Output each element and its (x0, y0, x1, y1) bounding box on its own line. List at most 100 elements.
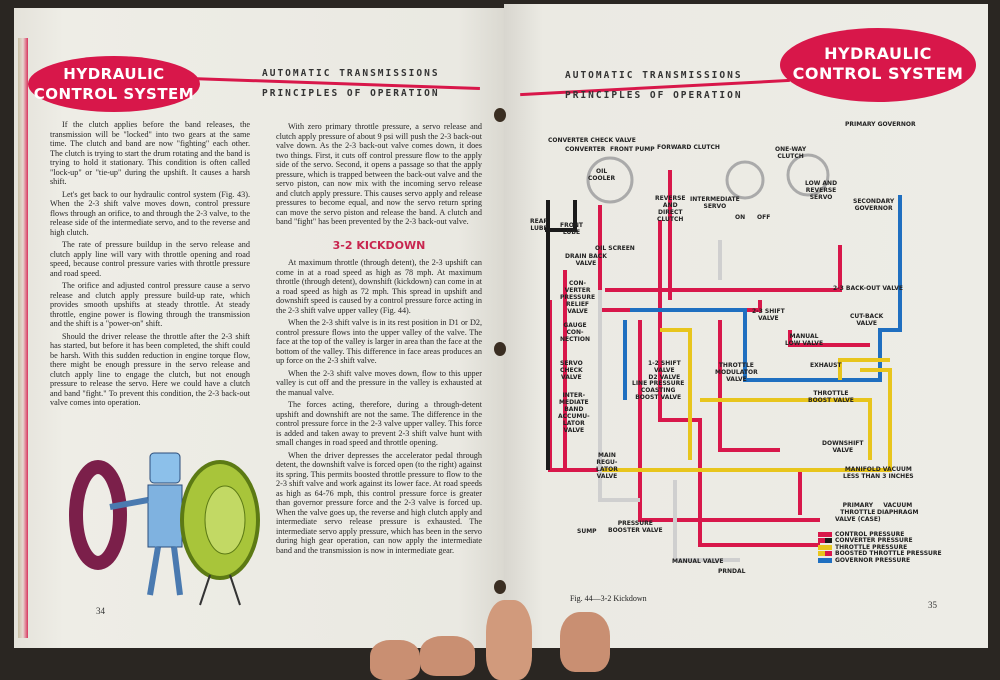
section-heading: 3-2 KICKDOWN (332, 238, 426, 252)
diagram-label: MAIN REGU- LATOR VALVE (596, 452, 618, 480)
text-column-2: With zero primary throttle pressure, a s… (276, 122, 482, 558)
legend-label: BOOSTED THROTTLE PRESSURE (835, 550, 942, 558)
component-ring (725, 160, 765, 200)
pressure-line (838, 358, 890, 380)
legend-swatch (818, 531, 832, 537)
paragraph: If the clutch applies before the band re… (50, 120, 250, 186)
diagram-label: REVERSE AND DIRECT CLUTCH (655, 195, 686, 223)
legend-item: THROTTLE PRESSURE (818, 544, 942, 551)
legend-item: GOVERNOR PRESSURE (818, 557, 942, 564)
legend-swatch (818, 557, 832, 563)
pressure-line (718, 320, 780, 452)
paragraph: When the 2-3 shift valve is in its rest … (276, 318, 482, 365)
diagram-label: CUT-BACK VALVE (850, 313, 884, 327)
diagram-label: LOW AND REVERSE SERVO (805, 180, 838, 201)
diagram-label: INTERMEDIATE SERVO (690, 196, 740, 210)
diagram-label: GAUGE CON- NECTION (560, 322, 590, 343)
diagram-label: SUMP (577, 528, 597, 535)
legend-item: BOOSTED THROTTLE PRESSURE (818, 550, 942, 558)
pressure-line (605, 245, 842, 292)
legend-swatch (818, 538, 832, 544)
robot-body (147, 484, 183, 548)
pressure-line (598, 290, 640, 502)
diagram-label: CONVERTER CHECK VALVE (548, 137, 636, 144)
hydraulic-control-badge-right: HYDRAULIC CONTROL SYSTEM (780, 28, 976, 102)
pressure-line (630, 195, 902, 382)
diagram-label: LINE PRESSURE COASTING BOOST VALVE (632, 380, 685, 401)
diagram-label: EXHAUST (810, 362, 842, 369)
diagram-label: PRESSURE BOOSTER VALVE (608, 520, 663, 534)
diagram-label: OIL SCREEN (595, 245, 635, 252)
paragraph: The orifice and adjusted control pressur… (50, 281, 250, 328)
diagram-label: DOWNSHIFT VALVE (822, 440, 864, 454)
paragraph: Let's get back to our hydraulic control … (50, 189, 250, 237)
diagram-label: 2-3 BACK-OUT VALVE (833, 285, 903, 292)
diagram-label: MANIFOLD VACUUM LESS THAN 3 INCHES (843, 466, 914, 480)
header-title-left: AUTOMATIC TRANSMISSIONS (262, 68, 440, 79)
page-number-left: 34 (96, 606, 105, 616)
diagram-label: OIL COOLER (588, 168, 616, 182)
header-subtitle-left: PRINCIPLES OF OPERATION (262, 88, 440, 99)
paragraph: The rate of pressure buildup in the serv… (50, 240, 250, 278)
text-column-1: If the clutch applies before the band re… (50, 120, 250, 411)
legend-label: GOVERNOR PRESSURE (835, 556, 911, 564)
diagram-label: VACUUM DIAPHRAGM (877, 502, 919, 516)
paragraph: When the driver depresses the accelerato… (276, 450, 482, 555)
diagram-label: PRIMARY GOVERNOR (845, 121, 916, 128)
pressure-line (673, 480, 740, 562)
figure-caption: Fig. 44—3-2 Kickdown (570, 594, 647, 603)
diagram-label: ON (735, 214, 746, 221)
legend-label: CONTROL PRESSURE (835, 530, 905, 538)
page-edge (18, 38, 28, 638)
header-subtitle-right: PRINCIPLES OF OPERATION (565, 90, 743, 101)
finger (370, 640, 420, 680)
diagram-label: FORWARD CLUTCH (657, 144, 720, 151)
diagram-label: SECONDARY GOVERNOR (853, 198, 895, 212)
paragraph: At maximum throttle (through detent), th… (276, 258, 482, 315)
robot-head (149, 452, 181, 484)
diagram-label: MANUAL LOW VALVE (785, 333, 824, 347)
binder-hole (494, 108, 506, 122)
pressure-line (600, 368, 892, 472)
hydraulic-circuit-diagram (545, 153, 902, 562)
legend-item: CONVERTER PRESSURE (818, 537, 942, 545)
diagram-label: MANUAL VALVE (672, 558, 724, 565)
pressure-line (638, 320, 820, 522)
diagram-label: REAR LUBE (530, 218, 548, 232)
binder-hole (494, 342, 506, 356)
diagram-label: PRIMARY THROTTLE VALVE (CASE) (835, 502, 881, 523)
paragraph: Should the driver release the throttle a… (50, 331, 250, 408)
diagram-label: INTER- MEDIATE BAND ACCUMU- LATOR VALVE (558, 392, 590, 434)
binder-hole (494, 580, 506, 594)
legend-swatch (818, 551, 832, 557)
pressure-line (545, 200, 577, 232)
diagram-label: THROTTLE MODULATOR VALVE (715, 362, 758, 383)
component-ring (586, 156, 634, 204)
diagram-label: THROTTLE BOOST VALVE (808, 390, 854, 404)
legend-label: THROTTLE PRESSURE (835, 543, 908, 551)
finger (420, 636, 475, 676)
pressure-line (660, 328, 692, 460)
paragraph: With zero primary throttle pressure, a s… (276, 122, 482, 226)
diagram-label: ONE-WAY CLUTCH (775, 146, 807, 160)
badge-text: HYDRAULIC CONTROL SYSTEM (33, 65, 195, 103)
pressure-line (700, 398, 872, 460)
diagram-label: DRAIN BACK VALVE (565, 253, 607, 267)
finger (560, 612, 610, 672)
page-number-right: 35 (928, 600, 937, 610)
legend-label: CONVERTER PRESSURE (835, 537, 913, 545)
left-page (14, 8, 508, 648)
paragraph: The forces acting, therefore, during a t… (276, 400, 482, 447)
legend-swatch (818, 544, 832, 550)
component-ring (786, 153, 830, 197)
diagram-label: 2-3 SHIFT VALVE (752, 308, 785, 322)
paragraph: When the 2-3 shift valve moves down, flo… (276, 368, 482, 397)
diagram-label: CONVERTER (565, 146, 606, 153)
cartoon-illustration (69, 452, 260, 606)
diagram-label: 1-2 SHIFT VALVE D2 VALVE (648, 360, 681, 381)
thumb (486, 600, 532, 680)
diagram-label: FRONT PUMP (610, 146, 655, 153)
diagram-label: PRNDAL (718, 568, 746, 575)
hydraulic-control-badge-left: HYDRAULIC CONTROL SYSTEM (28, 56, 200, 112)
